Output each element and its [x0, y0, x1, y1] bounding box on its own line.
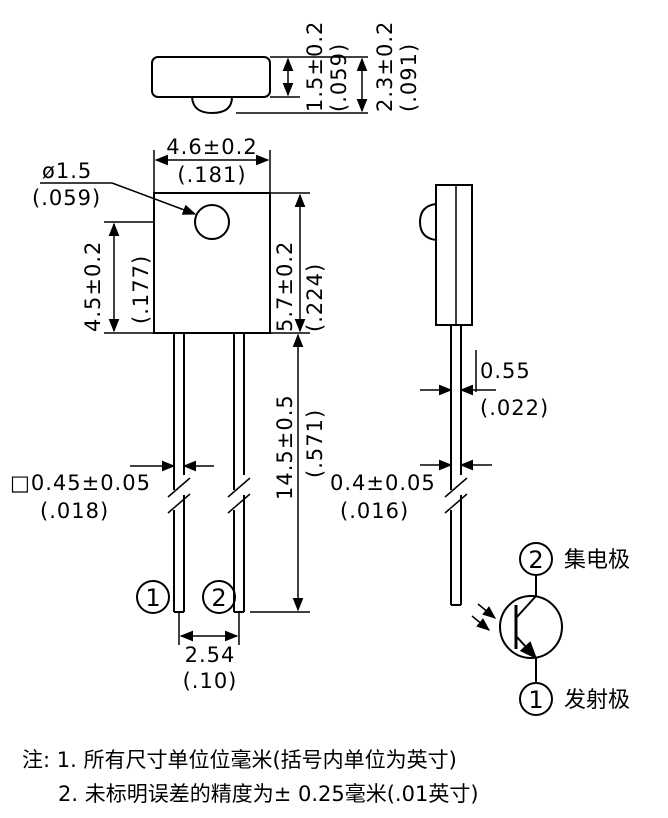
- lead-2: [227, 333, 251, 613]
- dim-lens-h: 4.5±0.2: [81, 241, 105, 332]
- pin-2-marker: [202, 580, 236, 614]
- side-view-body: [435, 184, 473, 326]
- symbol-circle: [499, 595, 563, 659]
- dim-hole-d-in: (.059): [32, 186, 101, 210]
- package-drawing: 1.5±0.2 (.059) 2.3±0.2 (.091) 4.6±0.2 (.…: [10, 21, 630, 716]
- emitter-number: 1: [528, 686, 543, 714]
- collector-marker: [519, 542, 553, 576]
- dim-side-lead-t-in: (.016): [340, 499, 409, 523]
- lens-hole: [194, 204, 230, 240]
- dim-pitch-in: (.10): [183, 669, 238, 693]
- dim-lead-sq: □0.45±0.05: [10, 471, 151, 495]
- dim-lead-sq-in: (.018): [40, 499, 109, 523]
- collector-label: 集电极: [564, 548, 630, 573]
- emitter-marker: [519, 682, 553, 716]
- dim-body-h-in: (.224): [303, 263, 327, 332]
- front-view: [40, 150, 310, 645]
- dim-side-lead-w: 0.55: [480, 359, 531, 383]
- dim-lens-h-in: (.177): [129, 255, 153, 324]
- dim-top-h2-in: (.091): [397, 43, 421, 112]
- emitter-label: 发射极: [564, 688, 630, 713]
- side-view: [418, 184, 496, 606]
- lead-1: [167, 333, 191, 613]
- dim-side-lead-t: 0.4±0.05: [330, 471, 436, 495]
- dim-top-h2: 2.3±0.2: [373, 21, 397, 112]
- pin-1-marker: [136, 580, 170, 614]
- top-view-body: [151, 56, 271, 98]
- front-view-body: [153, 192, 271, 334]
- light-arrow-1: [477, 603, 497, 619]
- note-1: 注: 1. 所有尺寸单位位毫米(括号内单位为英寸): [22, 748, 457, 772]
- dim-lead-len: 14.5±0.5: [273, 394, 297, 500]
- note-2: 2. 未标明误差的精度为± 0.25毫米(.01英寸): [58, 782, 479, 806]
- phototransistor-symbol: [471, 542, 563, 716]
- light-arrow-2: [471, 615, 491, 631]
- dim-body-w: 4.6±0.2: [166, 135, 257, 159]
- pin-1-label: 1: [145, 584, 160, 612]
- dim-top-h1-in: (.059): [327, 43, 351, 112]
- top-view: [151, 56, 368, 115]
- side-view-lens: [418, 203, 437, 241]
- dim-pitch: 2.54: [185, 643, 236, 667]
- dim-body-h: 5.7±0.2: [273, 241, 297, 332]
- dim-hole-d: ø1.5: [42, 159, 92, 183]
- dim-lead-len-in: (.571): [303, 409, 327, 478]
- dim-side-lead-w-in: (.022): [480, 396, 549, 420]
- top-view-lens: [191, 96, 233, 115]
- side-lead: [444, 325, 468, 606]
- dim-body-w-in: (.181): [177, 163, 246, 187]
- collector-number: 2: [528, 546, 543, 574]
- dim-top-h1: 1.5±0.2: [303, 21, 327, 112]
- pin-2-label: 2: [211, 584, 226, 612]
